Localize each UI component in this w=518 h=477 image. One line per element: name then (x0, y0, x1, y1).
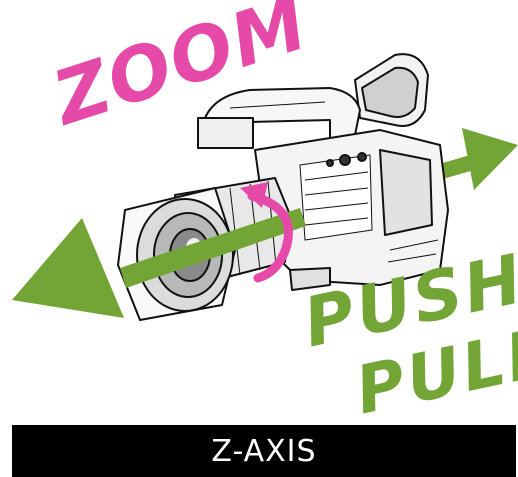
illustration: ZOOM PUSH PULL (0, 0, 518, 405)
caption-title: Z-AXIS (211, 434, 316, 469)
caption-bar: Z-AXIS (12, 425, 516, 477)
